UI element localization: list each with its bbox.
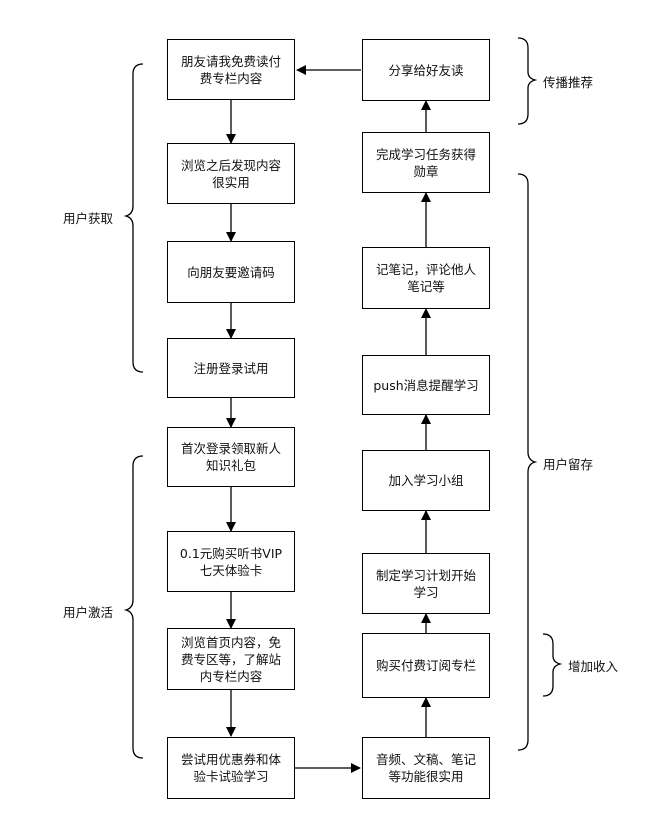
box-vip-trial-text: 0.1元购买听书VIP七天体验卡 bbox=[179, 545, 283, 578]
bracket-retention bbox=[517, 173, 538, 751]
box-plan-text: 制定学习计划开始学习 bbox=[375, 567, 476, 600]
box-first-login: 首次登录领取新人知识礼包 bbox=[167, 427, 295, 487]
box-try-coupon: 尝试用优惠券和体验卡试验学习 bbox=[167, 737, 295, 799]
box-ask-code-text: 向朋友要邀请码 bbox=[187, 264, 275, 280]
box-browse: 浏览之后发现内容很实用 bbox=[167, 143, 295, 204]
box-group: 加入学习小组 bbox=[362, 450, 490, 511]
box-invite-text: 朋友请我免费读付费专栏内容 bbox=[180, 53, 281, 86]
box-push: push消息提醒学习 bbox=[362, 355, 490, 415]
box-group-text: 加入学习小组 bbox=[388, 473, 464, 488]
box-vip-trial: 0.1元购买听书VIP七天体验卡 bbox=[167, 531, 295, 592]
bracket-acquisition bbox=[123, 63, 144, 373]
label-activation: 用户激活 bbox=[63, 605, 114, 620]
box-invite: 朋友请我免费读付费专栏内容 bbox=[167, 39, 295, 100]
box-register: 注册登录试用 bbox=[167, 338, 295, 398]
box-share-text: 分享给好友读 bbox=[388, 62, 464, 78]
box-plan: 制定学习计划开始学习 bbox=[362, 553, 490, 614]
box-push-text: push消息提醒学习 bbox=[373, 377, 479, 393]
bracket-referral bbox=[517, 37, 538, 125]
box-ask-code: 向朋友要邀请码 bbox=[167, 241, 295, 303]
box-register-text: 注册登录试用 bbox=[193, 360, 269, 376]
box-notes-text: 记笔记，评论他人笔记等 bbox=[375, 262, 476, 294]
box-browse-home-text: 浏览首页内容，免费专区等，了解站内专栏内容 bbox=[180, 634, 281, 684]
label-acquisition: 用户获取 bbox=[63, 211, 114, 226]
box-badge: 完成学习任务获得勋章 bbox=[362, 132, 490, 193]
box-browse-text: 浏览之后发现内容很实用 bbox=[180, 157, 281, 190]
box-badge-text: 完成学习任务获得勋章 bbox=[375, 146, 476, 179]
box-try-coupon-text: 尝试用优惠券和体验卡试验学习 bbox=[180, 752, 281, 784]
label-retention: 用户留存 bbox=[543, 457, 594, 472]
box-share: 分享给好友读 bbox=[362, 39, 490, 101]
box-notes: 记笔记，评论他人笔记等 bbox=[362, 247, 490, 309]
box-first-login-text: 首次登录领取新人知识礼包 bbox=[180, 441, 281, 473]
bracket-activation bbox=[123, 455, 144, 759]
box-features-text: 音频、文稿、笔记等功能很实用 bbox=[375, 752, 476, 784]
bracket-revenue bbox=[542, 633, 563, 697]
box-buy-text: 购买付费订阅专栏 bbox=[375, 658, 476, 673]
box-buy: 购买付费订阅专栏 bbox=[362, 633, 490, 698]
label-revenue: 增加收入 bbox=[568, 659, 619, 674]
box-features: 音频、文稿、笔记等功能很实用 bbox=[362, 737, 490, 799]
label-referral: 传播推荐 bbox=[543, 75, 594, 90]
box-browse-home: 浏览首页内容，免费专区等，了解站内专栏内容 bbox=[167, 628, 295, 690]
